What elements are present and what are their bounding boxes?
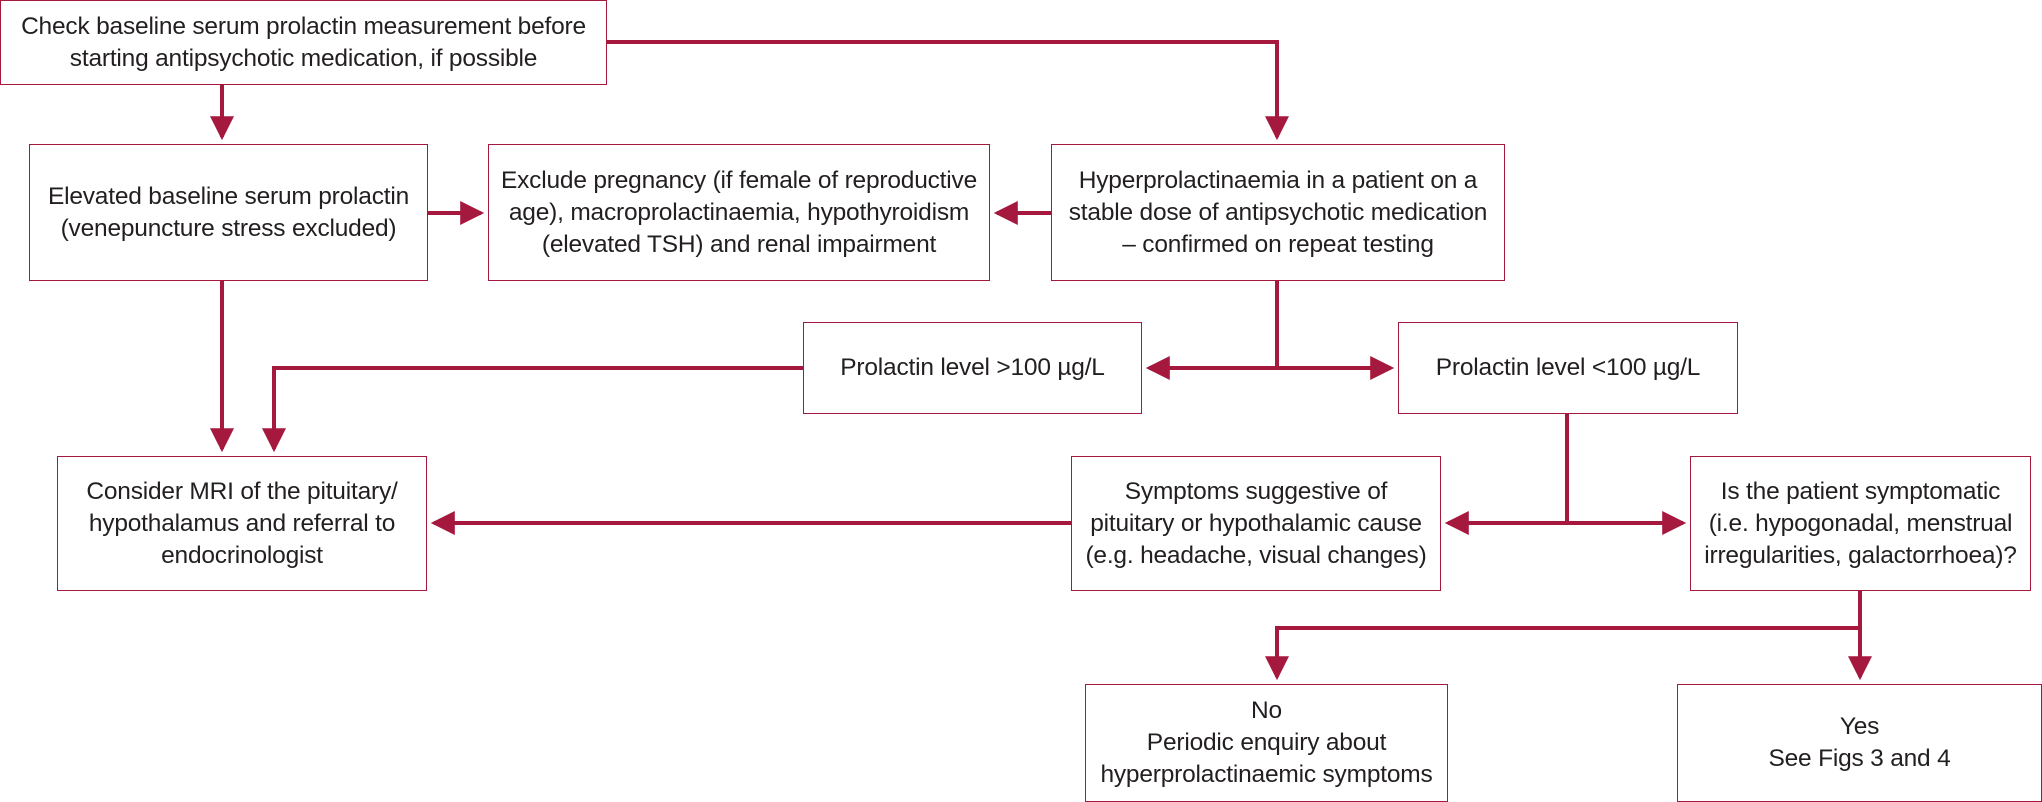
arrow-gt100-to-mri [262,366,803,453]
box-text-line: Prolactin level >100 µg/L [840,354,1105,381]
box-text-line: (i.e. hypogonadal, menstrual [1708,509,2013,537]
box-hyperprolactinaemia-confirmed: Hyperprolactinaemia in a patient on a st… [1051,144,1505,281]
box-text-line: endocrinologist [161,541,323,569]
box-text-line: Periodic enquiry about [1146,729,1387,756]
box-text-line: Is the patient symptomatic [1720,477,2001,505]
arrow-start-to-hyper [607,40,1289,141]
box-text-line: stable dose of antipsychotic medication [1068,198,1488,226]
box-text-line: Symptoms suggestive of [1124,477,1388,505]
box-text-line: Hyperprolactinaemia in a patient on a [1078,166,1478,194]
box-text-line: hyperprolactinaemic symptoms [1100,761,1433,788]
box-text-line: pituitary or hypothalamic cause [1090,509,1422,537]
box-prolactin-above-100: Prolactin level >100 µg/L [803,322,1142,414]
box-answer-yes: Yes See Figs 3 and 4 [1677,684,2042,802]
box-text-line: Yes [1839,713,1880,740]
box-text-line: starting antipsychotic medication, if po… [69,44,538,72]
box-check-baseline: Check baseline serum prolactin measureme… [0,0,607,85]
box-text-line: No [1251,697,1282,724]
box-pituitary-symptoms: Symptoms suggestive of pituitary or hypo… [1071,456,1441,591]
box-text-line: Exclude pregnancy (if female of reproduc… [500,166,977,194]
box-exclude-causes: Exclude pregnancy (if female of reproduc… [488,144,990,281]
box-text-line: – confirmed on repeat testing [1122,230,1434,258]
box-text-line: Elevated baseline serum prolactin [47,182,410,210]
box-elevated-baseline: Elevated baseline serum prolactin (venep… [29,144,428,281]
box-text-line: (elevated TSH) and renal impairment [541,230,937,258]
box-text-line: Check baseline serum prolactin measureme… [21,12,586,40]
box-consider-mri: Consider MRI of the pituitary/ hypothala… [57,456,427,591]
box-text-line: (e.g. headache, visual changes) [1085,541,1427,569]
box-text-line: (venepuncture stress excluded) [60,214,397,242]
box-is-patient-symptomatic: Is the patient symptomatic (i.e. hypogon… [1690,456,2031,591]
box-text-line: Prolactin level <100 µg/L [1435,354,1701,381]
box-text-line: irregularities, galactorrhoea)? [1704,541,2017,569]
box-text-line: Consider MRI of the pituitary/ [86,477,398,505]
box-prolactin-below-100: Prolactin level <100 µg/L [1398,322,1738,414]
arrow-symptomatic-to-no [1265,626,1860,681]
box-answer-no: No Periodic enquiry about hyperprolactin… [1085,684,1448,802]
box-text-line: See Figs 3 and 4 [1768,745,1951,772]
box-text-line: age), macroprolactinaemia, hypothyroidis… [508,198,970,226]
box-text-line: hypothalamus and referral to [88,509,396,537]
